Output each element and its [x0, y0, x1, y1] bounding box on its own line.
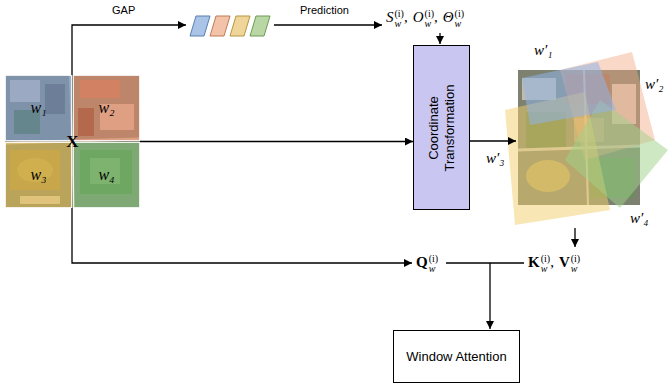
- window-tile: w₂: [73, 75, 140, 141]
- script-stack: (i)w: [395, 9, 404, 29]
- math-symbol: (i): [395, 9, 404, 19]
- math-symbol: (i): [541, 254, 550, 264]
- math-symbol: w: [395, 19, 404, 29]
- input-image: Xw₁ w₂ w₃ w₄: [5, 75, 140, 208]
- window-label: w₄: [98, 166, 114, 184]
- window-tile: w₄: [73, 142, 140, 208]
- math-expression: Q(i)w: [416, 251, 438, 274]
- window-tile: w₃: [5, 142, 72, 208]
- flow-arrows-part: [72, 208, 412, 263]
- flow-arrows-part: [489, 263, 490, 329]
- box-title: Window Attention: [406, 349, 506, 364]
- script-stack: (i)w: [541, 254, 550, 274]
- window-label: w′₃: [486, 150, 505, 167]
- math-symbol: (i): [425, 9, 434, 19]
- prediction-bars-part: [230, 16, 250, 36]
- flow-arrows-part: [446, 262, 524, 263]
- script-stack: (i)w: [425, 9, 434, 29]
- transform-box: Coordinate Transformation: [413, 45, 470, 210]
- math-symbol: ,: [434, 9, 438, 25]
- flow-arrow: [140, 141, 413, 142]
- prediction-bars-part: [210, 16, 230, 36]
- prediction-bars-part: [190, 16, 210, 36]
- window-label: w₁: [30, 99, 46, 117]
- math-symbol: (i): [571, 254, 580, 264]
- math-symbol: (i): [455, 9, 464, 19]
- arrow-label: GAP: [112, 4, 135, 16]
- math-symbol: w: [571, 264, 580, 274]
- math-symbol: (i): [429, 254, 438, 264]
- math-symbol: w: [455, 19, 464, 29]
- flow-arrows-part: [274, 24, 382, 25]
- prediction-bars: [190, 16, 270, 36]
- window-label: w′₁: [534, 42, 553, 59]
- script-stack: (i)w: [429, 254, 438, 274]
- input-aerial-image: [5, 75, 140, 208]
- box-title: Coordinate Transformation: [426, 53, 458, 203]
- math-symbol: Q: [416, 254, 428, 270]
- window-label: w₃: [30, 166, 46, 184]
- flow-arrows-part: [574, 228, 575, 247]
- window-tile: w₁: [5, 75, 72, 141]
- math-symbol: O: [413, 9, 424, 25]
- math-symbol: w: [425, 19, 434, 29]
- math-symbol: Θ: [443, 9, 454, 25]
- script-stack: (i)w: [571, 254, 580, 274]
- window-label: w′₂: [645, 76, 664, 93]
- window-label: w₂: [98, 99, 114, 117]
- math-expression: K(i)w,V(i)w: [528, 251, 580, 274]
- math-symbol: ,: [404, 9, 408, 25]
- transformed-windows-part: [522, 62, 616, 125]
- flow-arrows-part: [72, 25, 186, 75]
- attention-box: Window Attention: [393, 330, 520, 383]
- flow-arrows: [72, 25, 575, 329]
- transformed-windows: [505, 52, 668, 225]
- input-aerial-image-part: [5, 75, 140, 208]
- math-symbol: S: [386, 9, 394, 25]
- flow-arrows-part: [439, 33, 440, 44]
- prediction-bars-part: [250, 16, 270, 36]
- math-expression: S(i)w,O(i)w,Θ(i)w: [386, 6, 464, 29]
- math-symbol: V: [559, 254, 570, 270]
- math-symbol: K: [528, 254, 540, 270]
- math-symbol: w: [541, 264, 550, 274]
- flow-arrows-part: [470, 140, 516, 141]
- image-symbol: X: [66, 132, 78, 152]
- window-label: w′₄: [630, 210, 649, 227]
- math-symbol: ,: [550, 254, 554, 270]
- math-symbol: w: [429, 264, 438, 274]
- script-stack: (i)w: [455, 9, 464, 29]
- arrow-label: Prediction: [300, 4, 349, 16]
